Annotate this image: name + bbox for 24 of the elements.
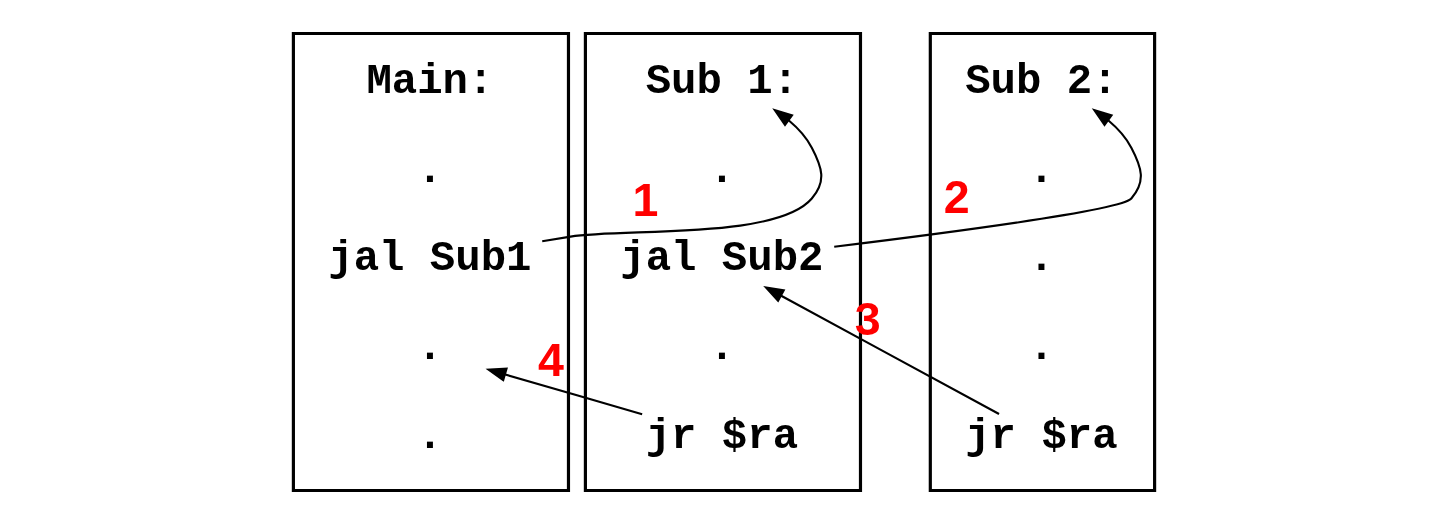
node-text: jal Sub2 (620, 235, 824, 284)
node-text: . (709, 146, 735, 195)
cluster (291, 31, 571, 493)
node-text: jr $ra (645, 413, 799, 462)
cluster (928, 31, 1157, 493)
node-text: . (1028, 324, 1055, 373)
node-text: . (709, 324, 735, 373)
arrow (763, 286, 1000, 415)
node-text: . (417, 146, 443, 195)
node-text: . (417, 413, 443, 462)
node-text: . (1028, 235, 1055, 284)
node-text: . (417, 324, 443, 373)
node-text: . (1028, 146, 1055, 195)
node-text: jal Sub1 (328, 235, 532, 284)
arrow (834, 108, 1142, 248)
edge-label: 2 (943, 171, 970, 224)
arrow (542, 108, 823, 243)
node-text: Main: (366, 57, 494, 106)
node-text: Sub 2: (965, 57, 1118, 106)
node-text: jr $ra (965, 413, 1118, 462)
node-text: Sub 1: (645, 57, 799, 106)
edge-label: 4 (538, 334, 564, 387)
edge-label: 1 (632, 174, 659, 226)
arrow (485, 367, 643, 416)
